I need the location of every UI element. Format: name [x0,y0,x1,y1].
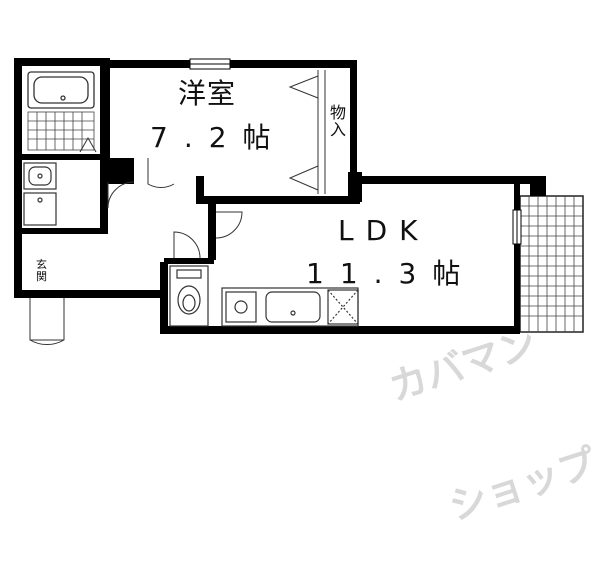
western-room-name: 洋室 [178,77,237,110]
bath-floor-grid [27,111,95,151]
balcony-window [512,209,522,245]
entrance-label-line-1: 玄 [36,258,47,271]
window-top [189,58,231,70]
kitchen-counter [221,287,359,327]
bathtub-icon [27,71,95,109]
storage-label-line-1: 物 [330,103,347,122]
floor-plan [14,58,584,346]
bath-door [79,136,97,153]
inner-walls [22,60,362,264]
entrance-label-line-2: 関 [36,270,47,283]
watermark-line-1: カバマン [383,320,542,410]
entrance-label: 玄 関 [36,259,47,283]
washbasin-icon [23,162,57,190]
storage-label: 物 入 [330,104,346,138]
watermark-line-2: ショップ [443,440,600,530]
toilet-icon [169,265,209,327]
storage-label-line-2: 入 [330,120,347,139]
door-swings [29,158,243,346]
closet-doors [288,70,326,194]
washer-space-icon [23,192,57,226]
ldk-size: 11.3帖 [306,257,477,290]
balcony-grid [519,195,584,333]
ldk-name: LDK [338,214,430,247]
western-room-size: 7.2帖 [150,121,287,154]
entrance-window [16,248,21,270]
